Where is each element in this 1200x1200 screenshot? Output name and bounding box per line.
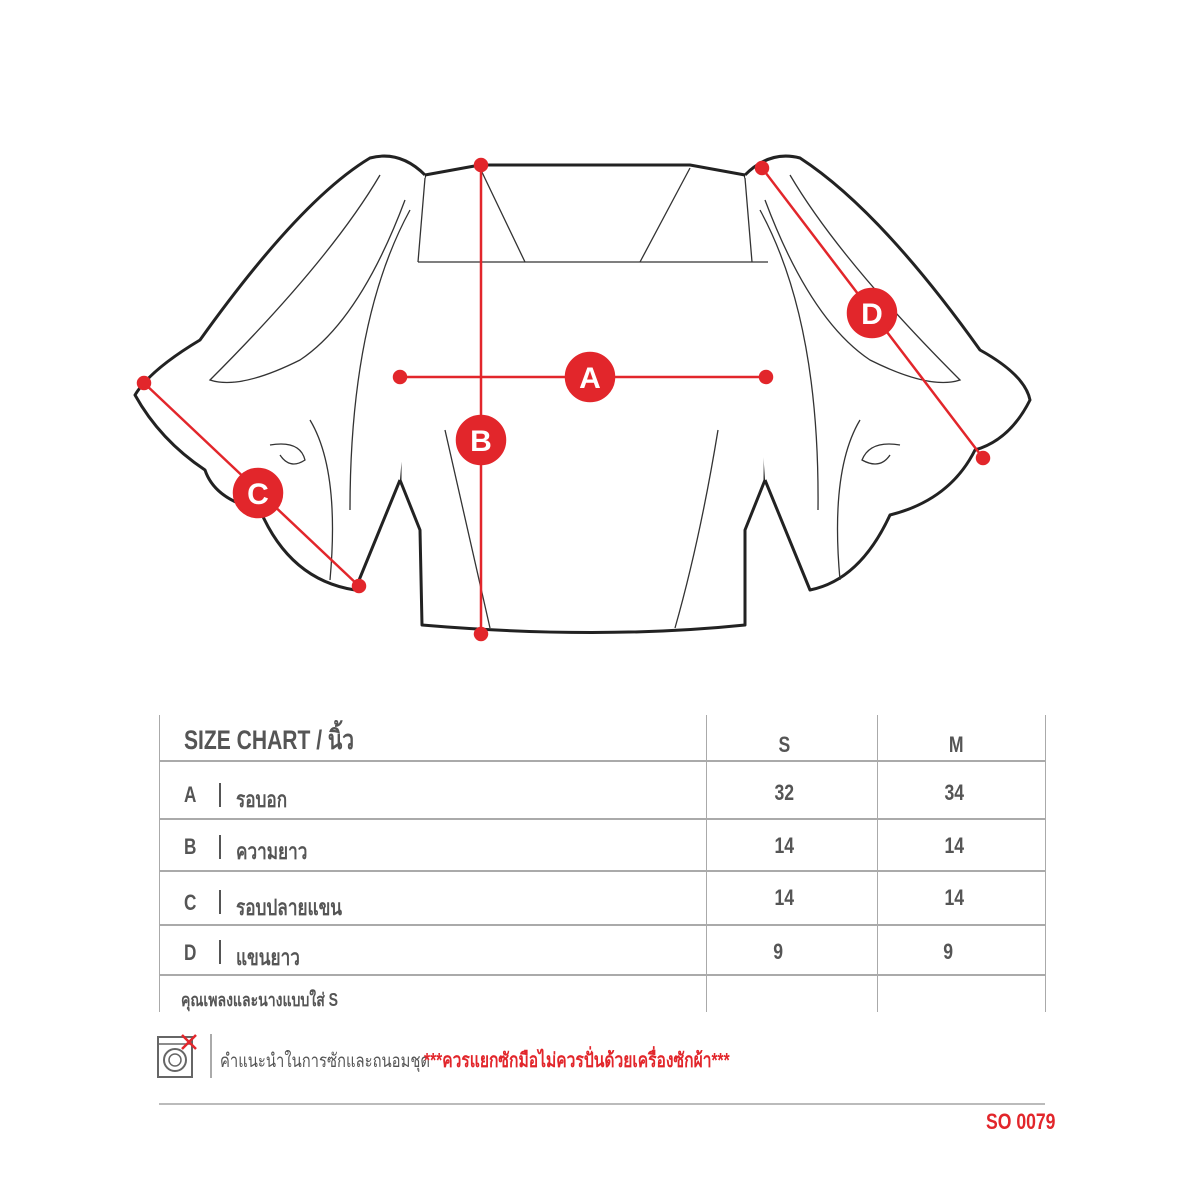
row-divider — [159, 818, 1045, 820]
value-s: 14 — [774, 885, 795, 910]
value-s: 9 — [773, 939, 784, 964]
row-label: รอบอก — [236, 787, 288, 812]
row-divider — [159, 974, 1045, 976]
row-divider — [159, 760, 1045, 762]
value-m: 9 — [943, 939, 954, 964]
value-m: 14 — [944, 833, 965, 858]
marker-d-label: D — [861, 298, 883, 331]
separator — [210, 1034, 212, 1078]
garment-diagram: A B C D — [133, 154, 1032, 642]
separator — [219, 783, 221, 807]
value-m: 34 — [944, 780, 965, 805]
marker-d — [846, 287, 898, 339]
model-note: คุณเพลงและนางแบบใส่ S — [181, 990, 339, 1010]
row-label: รอบปลายแขน — [236, 895, 343, 920]
marker-c-label: C — [247, 478, 269, 511]
marker-dot — [392, 369, 408, 385]
product-code: SO 0079 — [986, 1109, 1056, 1134]
row-code: A — [184, 782, 197, 807]
marker-c — [232, 467, 284, 519]
size-header-s: S — [778, 732, 791, 757]
care-warning: ***ควรแยกซักมือไม่ควรปั่นด้วยเครื่องซักผ… — [424, 1050, 730, 1072]
table-border — [1045, 715, 1046, 1012]
separator — [219, 940, 221, 964]
row-label: แขนยาว — [236, 945, 300, 970]
value-m: 14 — [944, 885, 965, 910]
value-s: 14 — [774, 833, 795, 858]
row-code: C — [184, 890, 197, 915]
no-machine-wash-icon — [157, 1034, 197, 1078]
marker-b-label: B — [470, 425, 492, 458]
table-border — [159, 715, 160, 1012]
separator — [219, 835, 221, 859]
table-title: SIZE CHART / นิ้ว — [184, 725, 355, 755]
marker-b — [455, 414, 507, 466]
table-border — [877, 715, 878, 1012]
separator — [219, 890, 221, 914]
row-divider — [159, 924, 1045, 926]
row-divider — [159, 870, 1045, 872]
size-header-m: M — [948, 732, 964, 757]
marker-a — [564, 351, 616, 403]
row-code: B — [184, 834, 197, 859]
care-label: คำแนะนำในการซักและถนอมชุด — [220, 1051, 431, 1072]
footer-divider — [159, 1103, 1045, 1105]
row-code: D — [184, 940, 197, 965]
marker-a-label: A — [579, 362, 601, 395]
row-label: ความยาว — [236, 839, 308, 864]
table-border — [706, 715, 707, 1012]
value-s: 32 — [774, 780, 795, 805]
